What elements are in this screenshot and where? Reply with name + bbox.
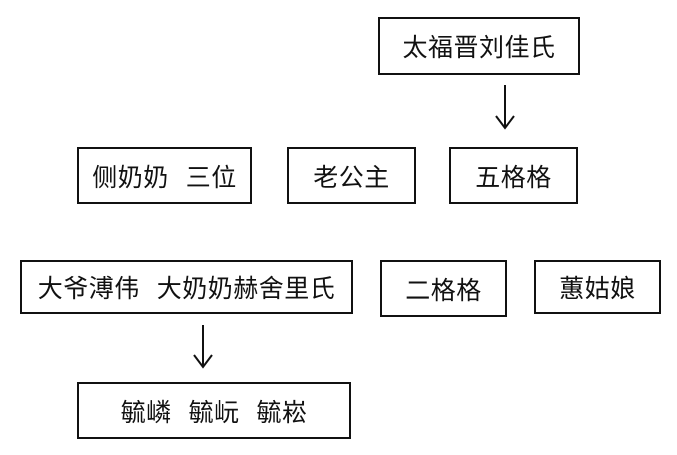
node-hui-guniang: 蕙姑娘	[534, 260, 661, 314]
node-yu-sons: 毓嶙 毓岏 毓崧	[77, 382, 351, 439]
arrow-tai-to-wu	[495, 85, 515, 130]
node-da-ye: 大爷溥伟 大奶奶赫舍里氏	[20, 260, 353, 314]
node-ce-nainai: 侧奶奶 三位	[77, 147, 252, 204]
node-wu-gege: 五格格	[449, 147, 578, 204]
node-er-gege: 二格格	[380, 260, 507, 317]
node-tai-fujin: 太福晋刘佳氏	[378, 17, 580, 75]
node-lao-gongzhu: 老公主	[287, 147, 416, 204]
arrow-da-to-yu	[193, 325, 213, 369]
